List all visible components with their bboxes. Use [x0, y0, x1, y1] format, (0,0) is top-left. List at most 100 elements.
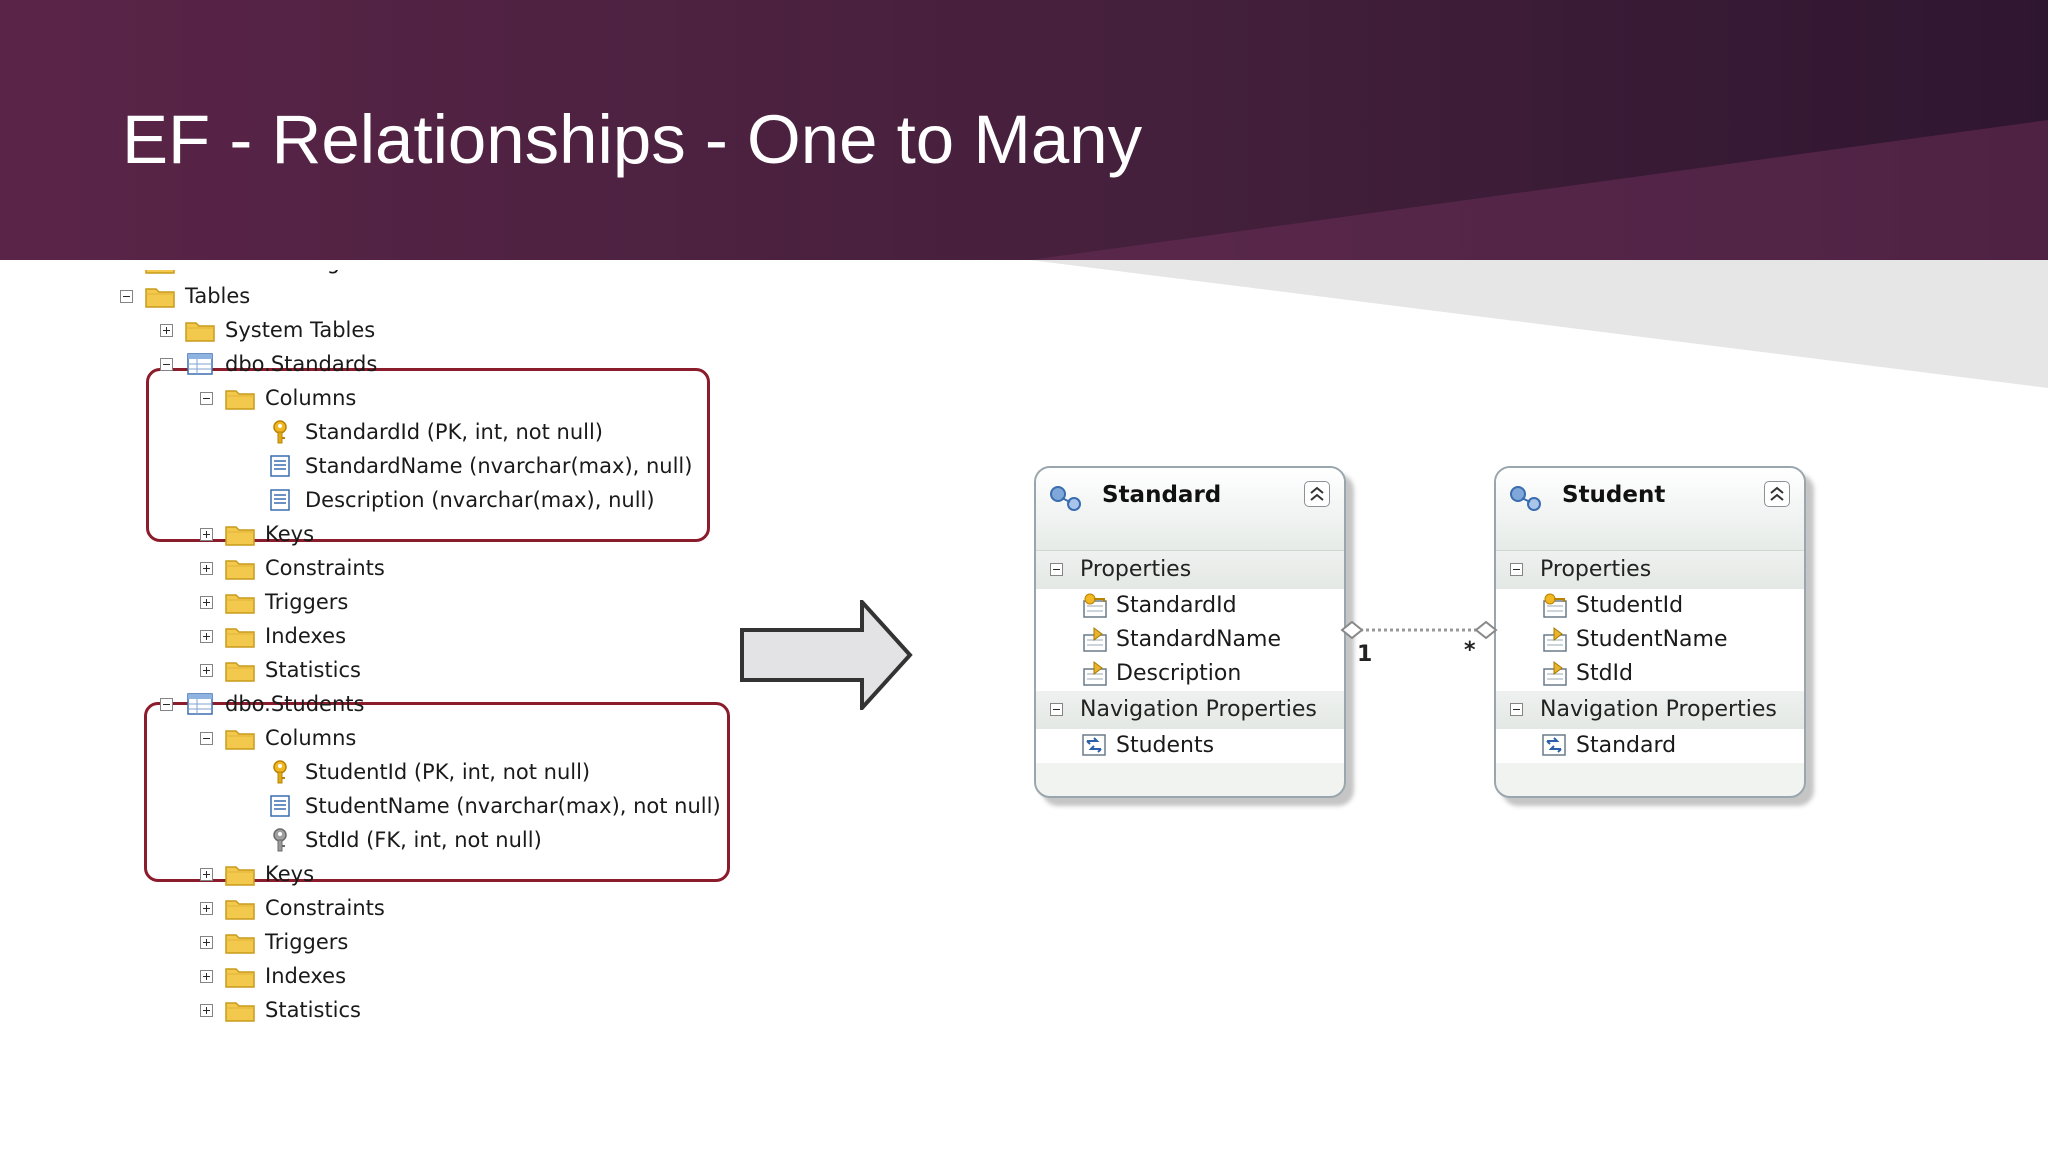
tree-item[interactable]: StandardName (nvarchar(max), null) — [240, 452, 692, 480]
multiplicity-many: * — [1464, 638, 1476, 663]
collapse-icon[interactable] — [160, 697, 173, 711]
tree-item[interactable]: Indexes — [200, 962, 346, 990]
key-property-icon — [1540, 592, 1570, 626]
tree-item-label: Constraints — [265, 896, 385, 920]
property-icon — [1080, 626, 1110, 660]
property-row[interactable]: StdId — [1496, 657, 1804, 691]
expand-icon[interactable] — [200, 969, 213, 983]
tree-item[interactable]: Description (nvarchar(max), null) — [240, 486, 655, 514]
folder-icon — [225, 624, 255, 648]
property-row[interactable]: StudentName — [1496, 623, 1804, 657]
entity-header: Student — [1496, 468, 1804, 551]
collapse-icon[interactable] — [160, 357, 173, 371]
collapse-icon[interactable] — [120, 289, 133, 303]
key-gold-icon — [265, 420, 295, 444]
collapse-toggle-icon[interactable] — [1050, 703, 1063, 716]
folder-icon — [225, 998, 255, 1022]
properties-section-header[interactable]: Properties — [1036, 551, 1344, 589]
tree-item[interactable]: StandardId (PK, int, not null) — [240, 418, 603, 446]
tree-item[interactable]: Columns — [200, 384, 356, 412]
tree-item-label: Statistics — [265, 658, 361, 682]
tree-item[interactable]: System Tables — [160, 316, 375, 344]
expand-icon[interactable] — [200, 629, 213, 643]
property-row[interactable]: StudentId — [1496, 589, 1804, 623]
expand-icon[interactable] — [200, 1003, 213, 1017]
tree-item-label: Indexes — [265, 964, 347, 988]
folder-icon — [225, 590, 255, 614]
tree-item[interactable]: Triggers — [200, 928, 348, 956]
multiplicity-one: 1 — [1357, 642, 1373, 667]
section-label: Navigation Properties — [1080, 697, 1317, 722]
tree-item[interactable]: StudentId (PK, int, not null) — [240, 758, 590, 786]
folder-icon — [225, 386, 255, 410]
expand-icon[interactable] — [200, 935, 213, 949]
expand-icon[interactable] — [200, 595, 213, 609]
tree-item[interactable]: Triggers — [200, 588, 348, 616]
entity-header: Standard — [1036, 468, 1344, 551]
collapse-icon[interactable] — [200, 731, 213, 745]
tree-item[interactable]: Statistics — [200, 656, 361, 684]
collapse-icon[interactable] — [200, 391, 213, 405]
navigation-section-header[interactable]: Navigation Properties — [1036, 691, 1344, 729]
expand-icon[interactable] — [200, 867, 213, 881]
properties-section-header[interactable]: Properties — [1496, 551, 1804, 589]
folder-icon — [185, 318, 215, 342]
tree-item[interactable]: Constraints — [200, 894, 385, 922]
table-icon — [185, 692, 215, 716]
tree-item-label: StandardId (PK, int, not null) — [305, 420, 603, 444]
tree-item-label: StandardName (nvarchar(max), null) — [305, 454, 693, 478]
expand-icon[interactable] — [160, 323, 173, 337]
tree-item[interactable]: dbo.Standards — [160, 350, 377, 378]
tree-item[interactable]: Keys — [200, 520, 314, 548]
expand-icon[interactable] — [200, 527, 213, 541]
tree-item[interactable]: Tables — [120, 282, 250, 310]
tree-item-label: StudentId (PK, int, not null) — [305, 760, 591, 784]
property-label: Students — [1116, 733, 1215, 758]
tree-item[interactable]: Database Diagrams — [120, 270, 393, 276]
tree-item-label: Indexes — [265, 624, 347, 648]
tree-item[interactable]: StudentName (nvarchar(max), not null) — [240, 792, 721, 820]
collapse-toggle-icon[interactable] — [1050, 563, 1063, 576]
property-row[interactable]: StandardName — [1036, 623, 1344, 657]
property-row[interactable]: StandardId — [1036, 589, 1344, 623]
navigation-property-icon — [1540, 732, 1570, 766]
collapse-toggle-icon[interactable] — [1510, 703, 1523, 716]
tree-item[interactable]: Statistics — [200, 996, 361, 1024]
standards-highlight-box — [146, 368, 710, 542]
transform-arrow-icon — [740, 600, 913, 710]
association-end-right-icon — [1474, 620, 1498, 640]
folder-icon — [225, 522, 255, 546]
tree-item[interactable]: Constraints — [200, 554, 385, 582]
section-label: Properties — [1080, 557, 1192, 582]
tree-item[interactable]: Columns — [200, 724, 356, 752]
column-icon — [265, 488, 295, 512]
tree-item-label: Constraints — [265, 556, 385, 580]
collapse-icon[interactable] — [1304, 481, 1330, 507]
tree-item[interactable]: Indexes — [200, 622, 346, 650]
property-label: StdId — [1576, 661, 1634, 686]
navigation-property-row[interactable]: Standard — [1496, 729, 1804, 763]
tree-item[interactable]: Keys — [200, 860, 314, 888]
navigation-section-header[interactable]: Navigation Properties — [1496, 691, 1804, 729]
tree-item-label: Triggers — [265, 590, 349, 614]
collapse-icon[interactable] — [1764, 481, 1790, 507]
expand-icon[interactable] — [200, 561, 213, 575]
association-line[interactable] — [1340, 610, 1500, 650]
tree-item[interactable]: StdId (FK, int, not null) — [240, 826, 542, 854]
property-label: StandardName — [1116, 627, 1281, 652]
expand-icon[interactable] — [200, 901, 213, 915]
property-label: StudentId — [1576, 593, 1684, 618]
tree-item[interactable]: dbo.Students — [160, 690, 364, 718]
property-row[interactable]: Description — [1036, 657, 1344, 691]
section-label: Properties — [1540, 557, 1652, 582]
tree-item-label: Database Diagrams — [185, 270, 393, 274]
column-icon — [265, 454, 295, 478]
expand-icon[interactable] — [200, 663, 213, 677]
entity-icon — [1050, 486, 1081, 511]
folder-icon — [225, 862, 255, 886]
navigation-property-row[interactable]: Students — [1036, 729, 1344, 763]
tree-item-label: Columns — [265, 726, 357, 750]
collapse-toggle-icon[interactable] — [1510, 563, 1523, 576]
